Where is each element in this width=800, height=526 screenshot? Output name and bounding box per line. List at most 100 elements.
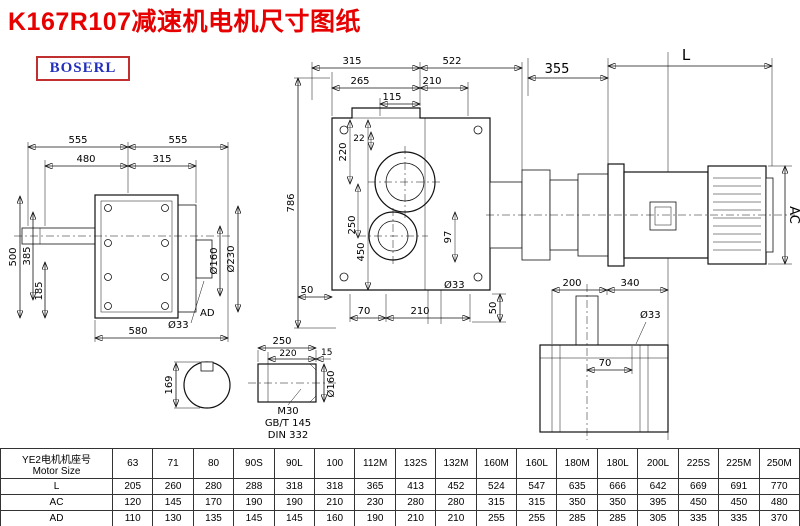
dim-label: 115 bbox=[382, 92, 401, 103]
motor-size-table: YE2电机机座号 Motor Size 63 71 80 90S 90L 100… bbox=[0, 448, 800, 526]
table-cell: 635 bbox=[556, 478, 598, 495]
dim-label: Ø33 bbox=[640, 309, 661, 321]
dim-label: 220 bbox=[279, 349, 296, 359]
dim-label: 786 bbox=[286, 193, 297, 212]
table-cell: 318 bbox=[273, 478, 316, 495]
table-cell: 230 bbox=[354, 494, 396, 511]
table-cell: 130 bbox=[152, 510, 194, 526]
dim-label: 15 bbox=[321, 348, 332, 358]
table-cell: 335 bbox=[677, 510, 720, 526]
brand-text: BOSERL bbox=[49, 60, 117, 76]
dim-label: 200 bbox=[562, 278, 581, 289]
table-cell: 370 bbox=[758, 510, 800, 526]
dim-label: 220 bbox=[338, 142, 349, 161]
table-cell: 160 bbox=[314, 510, 356, 526]
dim-label: Ø33 bbox=[168, 319, 189, 331]
column-header: 100 bbox=[314, 448, 356, 479]
table-cell: 350 bbox=[596, 494, 639, 511]
dim-label: 580 bbox=[128, 326, 147, 337]
dim-355: 355 bbox=[545, 62, 570, 77]
dim-label: 185 bbox=[34, 281, 45, 300]
table-cell: 190 bbox=[273, 494, 316, 511]
dim-label: 522 bbox=[442, 56, 461, 67]
table-cell: 190 bbox=[354, 510, 396, 526]
column-header: 80 bbox=[192, 448, 235, 479]
table-cell: 315 bbox=[475, 494, 518, 511]
header-en: Motor Size bbox=[32, 465, 81, 477]
table-cell: 335 bbox=[718, 510, 760, 526]
dim-label: 555 bbox=[168, 135, 187, 146]
table-cell: 666 bbox=[596, 478, 639, 495]
dim-label: 480 bbox=[76, 154, 95, 165]
dim-label: 210 bbox=[410, 306, 429, 317]
dim-label: 210 bbox=[422, 76, 441, 87]
dim-label: 450 bbox=[356, 242, 367, 261]
dim-label: 340 bbox=[620, 278, 639, 289]
dim-label: 169 bbox=[164, 375, 175, 394]
table-header-row: YE2电机机座号 Motor Size 63 71 80 90S 90L 100… bbox=[0, 448, 800, 479]
side-view: 555 555 480 315 500 385 185 Ø160 Ø230 58… bbox=[8, 135, 238, 342]
dim-label: Ø33 bbox=[444, 279, 465, 291]
table-cell: 395 bbox=[637, 494, 679, 511]
dim-label: 250 bbox=[272, 336, 291, 347]
column-header: 200L bbox=[637, 448, 679, 479]
table-cell: 318 bbox=[314, 478, 356, 495]
dim-label: 250 bbox=[347, 215, 358, 234]
assembly-dimensions: 355 L bbox=[528, 46, 772, 78]
column-header: 132S bbox=[394, 448, 437, 479]
table-cell: 170 bbox=[192, 494, 235, 511]
column-header: 71 bbox=[152, 448, 194, 479]
table-cell: 205 bbox=[111, 478, 154, 495]
brand-logo: BOSERL bbox=[36, 56, 130, 81]
motor-side-view: AC bbox=[486, 163, 800, 267]
table-cell: 669 bbox=[677, 478, 720, 495]
table-cell: 691 bbox=[718, 478, 760, 495]
column-header: 160L bbox=[516, 448, 558, 479]
table-cell: 280 bbox=[435, 494, 477, 511]
dim-label: 97 bbox=[443, 231, 454, 244]
table-cell: 770 bbox=[758, 478, 800, 495]
table-cell: 642 bbox=[637, 478, 679, 495]
table-row-AD: AD 110 130 135 145 145 160 190 210 210 2… bbox=[0, 510, 800, 526]
table-cell: 288 bbox=[233, 478, 275, 495]
header-cn: YE2电机机座号 bbox=[22, 454, 91, 466]
dim-label: 500 bbox=[8, 247, 19, 266]
table-cell: 145 bbox=[152, 494, 194, 511]
table-cell: 110 bbox=[111, 510, 154, 526]
table-cell: 280 bbox=[192, 478, 235, 495]
column-header: 250M bbox=[758, 448, 800, 479]
row-label: AC bbox=[0, 494, 113, 511]
dim-label: 555 bbox=[68, 135, 87, 146]
table-cell: 285 bbox=[596, 510, 639, 526]
table-cell: 480 bbox=[758, 494, 800, 511]
dim-label: 50 bbox=[301, 285, 314, 296]
column-header: 180M bbox=[556, 448, 598, 479]
dim-label: 315 bbox=[342, 56, 361, 67]
row-label: L bbox=[0, 478, 113, 495]
dim-label: 50 bbox=[488, 302, 499, 315]
dim-L: L bbox=[682, 46, 691, 64]
table-cell: 210 bbox=[314, 494, 356, 511]
table-cell: 145 bbox=[233, 510, 275, 526]
table-cell: 365 bbox=[354, 478, 396, 495]
dim-label: 70 bbox=[358, 306, 371, 317]
table-row-AC: AC 120 145 170 190 190 210 230 280 280 3… bbox=[0, 494, 800, 511]
column-header: 132M bbox=[435, 448, 477, 479]
table-cell: 190 bbox=[233, 494, 275, 511]
table-cell: 255 bbox=[475, 510, 518, 526]
dim-label: 70 bbox=[599, 358, 612, 369]
table-cell: 285 bbox=[556, 510, 598, 526]
row-label: AD bbox=[0, 510, 113, 526]
dim-label: Ø160 bbox=[325, 371, 337, 398]
motor-size-header: YE2电机机座号 Motor Size bbox=[0, 448, 113, 479]
thread-spec: DIN 332 bbox=[268, 430, 308, 441]
front-view: 315 522 265 210 115 786 220 22 250 450 9… bbox=[286, 56, 522, 328]
technical-drawing: 355 L 555 555 480 315 500 385 185 bbox=[8, 46, 800, 441]
table-cell: 305 bbox=[637, 510, 679, 526]
table-cell: 413 bbox=[394, 478, 437, 495]
table-cell: 135 bbox=[192, 510, 235, 526]
table-cell: 280 bbox=[394, 494, 437, 511]
dim-AC: AC bbox=[786, 206, 800, 224]
dim-label: 265 bbox=[350, 76, 369, 87]
column-header: 225M bbox=[718, 448, 760, 479]
